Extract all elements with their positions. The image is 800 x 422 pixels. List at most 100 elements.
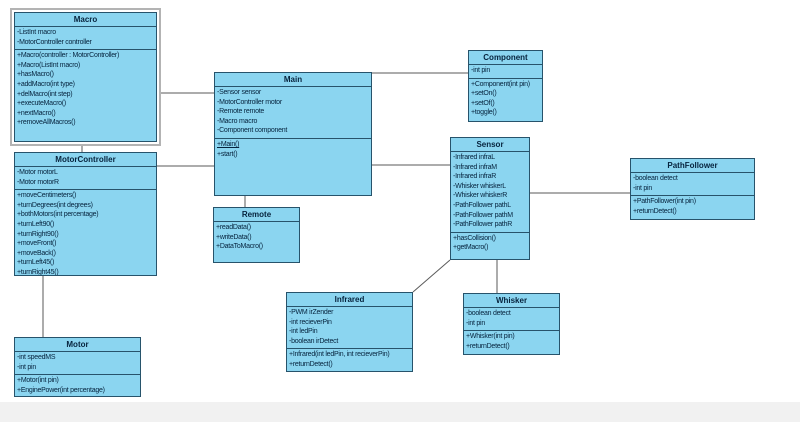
attributes-section: -Infrared infraL -Infrared infraM -Infrare…: [451, 152, 529, 233]
member-row: -MotorController motor: [217, 98, 282, 106]
class-title: Infrared: [287, 293, 412, 307]
member-row: +Component(int pin): [471, 80, 530, 88]
class-box-pathfollower[interactable]: PathFollower -boolean detect -int pin +Pa…: [630, 158, 755, 220]
selection-frame: Macro -ListInt macro-MotorController con…: [10, 8, 161, 146]
member-row: +moveBack(): [17, 249, 56, 257]
member-row: -Infrared infraM: [453, 163, 497, 171]
member-row: +moveCentimeters(): [17, 192, 77, 200]
member-row: -boolean irDetect: [289, 337, 339, 345]
attributes-section: -Sensor sensor -MotorController motor -Rem…: [215, 87, 371, 139]
class-title: Main: [215, 73, 371, 87]
member-row: +removeAllMacros(): [17, 119, 76, 127]
class-title: Remote: [214, 208, 299, 222]
member-row: +setOn(): [471, 90, 497, 98]
attributes-section: -ListInt macro-MotorController controlle…: [15, 27, 156, 51]
member-row: +returnDetect(): [289, 360, 333, 368]
member-row: -PathFollower pathM: [453, 211, 513, 219]
methods-section: +hasCollision() +getMacro(): [451, 233, 529, 259]
member-row: -Sensor sensor: [217, 89, 261, 96]
class-title: Sensor: [451, 138, 529, 152]
attributes-section: -boolean detect -int pin: [631, 173, 754, 197]
member-row: +setOf(): [471, 99, 495, 107]
methods-section: +readData() +writeData() +DataToMacro(): [214, 222, 299, 262]
class-title: Motor: [15, 338, 140, 352]
member-row: +turnRight45(): [17, 268, 59, 276]
methods-section: +moveCentimeters()+turnDegrees(int degre…: [15, 190, 156, 276]
member-row: +executeMacro(): [17, 100, 66, 108]
class-box-whisker[interactable]: Whisker -boolean detect -int pin +Whisker…: [463, 293, 560, 355]
class-box-sensor[interactable]: Sensor -Infrared infraL-Infrared infraM-…: [450, 137, 530, 260]
connector-sensor-infrared[interactable]: [412, 259, 451, 293]
attributes-section: -Motor motorL -Motor motorR: [15, 167, 156, 191]
member-row: +getMacro(): [453, 244, 489, 252]
member-row: -int pin: [471, 67, 491, 74]
member-row: -Infrared infraL: [453, 154, 495, 161]
attributes-section: -PWM irZender -int recieverPin -int ledPin…: [287, 307, 412, 350]
methods-section: +Motor(int pin)+EnginePower(int percenta…: [15, 375, 140, 396]
member-row: +hasCollision(): [453, 234, 496, 242]
member-row: +returnDetect(): [633, 207, 677, 215]
class-title: Component: [469, 51, 542, 65]
member-row: -boolean detect: [633, 175, 678, 182]
member-row: -PathFollower pathL: [453, 201, 511, 209]
member-row: -boolean detect: [466, 310, 511, 317]
attributes-section: -int pin: [469, 65, 542, 79]
class-box-motor[interactable]: Motor -int speedMS -int pin +Motor(int pi…: [14, 337, 141, 397]
member-row: +DataToMacro(): [216, 243, 263, 251]
member-row: +turnLeft45(): [17, 259, 55, 267]
methods-section: +Infrared(int ledPin, int recieverPin)+r…: [287, 349, 412, 371]
methods-section: +Main() +start(): [215, 139, 371, 195]
member-row: +turnDegrees(int degrees): [17, 201, 93, 209]
member-row: +Whisker(int pin): [466, 333, 515, 341]
member-row: +bothMotors(int percentage): [17, 211, 99, 219]
member-row: -Motor motorL: [17, 169, 58, 176]
class-title: Whisker: [464, 294, 559, 308]
class-box-component[interactable]: Component -int pin +Component(int pin) +s…: [468, 50, 543, 122]
member-row: +Main(): [217, 140, 240, 148]
member-row: +readData(): [216, 224, 251, 231]
member-row: +writeData(): [216, 233, 252, 241]
member-row: +addMacro(int type): [17, 80, 75, 88]
member-row: -Component component: [217, 127, 288, 135]
class-title: Macro: [15, 13, 156, 27]
member-row: +toggle(): [471, 109, 497, 117]
canvas-edge: [0, 402, 800, 422]
member-row: -int speedMS: [17, 354, 56, 361]
attributes-section: -int speedMS -int pin: [15, 352, 140, 376]
class-box-remote[interactable]: Remote +readData() +writeData() +DataToMac…: [213, 207, 300, 263]
member-row: -Remote remote: [217, 108, 265, 116]
member-row: +Macro(controller : MotorController): [17, 52, 120, 60]
member-row: -int pin: [17, 363, 37, 371]
member-row: -PathFollower pathR: [453, 221, 513, 229]
member-row: +nextMacro(): [17, 109, 56, 117]
member-row: -PWM irZender: [289, 309, 334, 316]
methods-section: +PathFollower(int pin)+returnDetect(): [631, 196, 754, 219]
member-row: -int ledPin: [289, 328, 318, 336]
member-row: +Infrared(int ledPin, int recieverPin): [289, 351, 390, 359]
class-box-infrared[interactable]: Infrared -PWM irZender -int recieverPin -i…: [286, 292, 413, 372]
member-row: +turnLeft90(): [17, 220, 55, 228]
member-row: -Whisker whiskerR: [453, 192, 508, 200]
member-row: -int recieverPin: [289, 318, 332, 326]
class-title: MotorController: [15, 153, 156, 167]
member-row: +Macro(ListInt macro): [17, 61, 81, 69]
methods-section: +Component(int pin) +setOn()+setOf() +togg…: [469, 79, 542, 121]
member-row: +moveFront(): [17, 240, 57, 248]
methods-section: +Whisker(int pin)+returnDetect(): [464, 331, 559, 354]
member-row: -int pin: [466, 319, 486, 327]
class-title: PathFollower: [631, 159, 754, 173]
attributes-section: -boolean detect -int pin: [464, 308, 559, 332]
class-box-macro[interactable]: Macro -ListInt macro-MotorController con…: [14, 12, 157, 142]
class-box-motorcontroller[interactable]: MotorController -Motor motorL-Motor moto…: [14, 152, 157, 276]
member-row: -int pin: [633, 184, 653, 192]
member-row: -ListInt macro: [17, 29, 56, 36]
member-row: -Infrared infraR: [453, 173, 497, 181]
member-row: -Whisker whiskerL: [453, 182, 506, 190]
member-row: +start(): [217, 150, 238, 158]
member-row: -Motor motorR: [17, 178, 59, 186]
class-box-main[interactable]: Main -Sensor sensor -MotorController moto…: [214, 72, 372, 196]
member-row: +delMacro(int step): [17, 90, 73, 98]
member-row: +EnginePower(int percentage): [17, 386, 105, 394]
methods-section: +Macro(controller : MotorController)+Mac…: [15, 50, 156, 141]
